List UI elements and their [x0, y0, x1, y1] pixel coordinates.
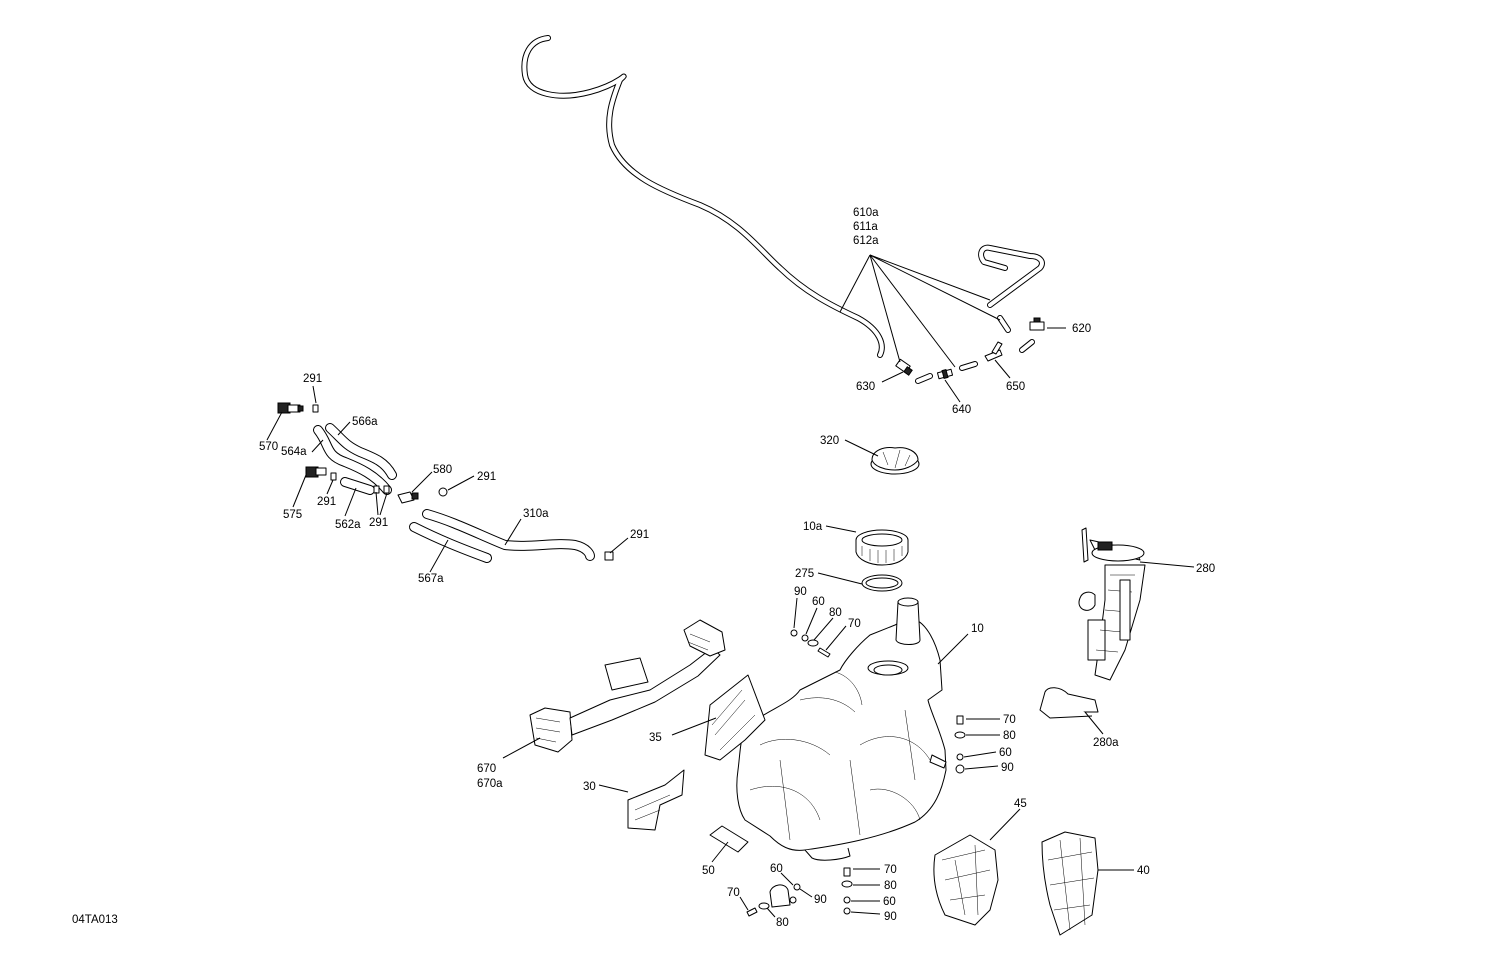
- callout-90-a: 90: [794, 586, 807, 598]
- callout-10: 10: [971, 623, 984, 635]
- hardware-set-bottom: [746, 883, 801, 917]
- callout-45: 45: [1014, 798, 1027, 810]
- callout-291-b: 291: [477, 471, 496, 483]
- hose-567a: [409, 522, 492, 563]
- hose-562a: [340, 477, 375, 495]
- callout-562a: 562a: [335, 519, 361, 531]
- callout-280: 280: [1196, 563, 1215, 575]
- callout-70-d: 70: [884, 864, 897, 876]
- callout-575: 575: [283, 509, 302, 521]
- callout-60-c: 60: [770, 863, 783, 875]
- vent-connector-640: [936, 368, 954, 380]
- leader-lines: [266, 254, 1195, 918]
- callout-291-d: 291: [369, 517, 388, 529]
- callout-35: 35: [649, 732, 662, 744]
- callout-320: 320: [820, 435, 839, 447]
- vent-line-long: [521, 35, 885, 358]
- cover-40: [1041, 831, 1099, 936]
- fuel-pump-module: [1078, 527, 1146, 681]
- callout-580: 580: [433, 464, 452, 476]
- callout-40: 40: [1137, 865, 1150, 877]
- callout-564a: 564a: [281, 446, 307, 458]
- callout-80-d: 80: [884, 880, 897, 892]
- drawing-code: 04TA013: [72, 914, 118, 926]
- callout-60-d: 60: [883, 896, 896, 908]
- callout-30: 30: [583, 781, 596, 793]
- callout-310a: 310a: [523, 508, 549, 520]
- hardware-set-right: [954, 715, 966, 774]
- heat-shield-35: [704, 674, 766, 761]
- connector-580: [397, 491, 419, 504]
- callout-labels: 610a 611a 612a 620 630 640 650 320 291 5…: [72, 207, 1215, 929]
- fuel-pump-filter-280a: [1039, 687, 1099, 719]
- callout-291-c: 291: [317, 496, 336, 508]
- vent-tee-650: [984, 341, 1003, 362]
- callout-80-b: 80: [1003, 730, 1016, 742]
- callout-610a: 610a: [853, 207, 879, 219]
- clip-291-top: [312, 404, 319, 413]
- hose-564a: [313, 425, 392, 495]
- callout-90-d: 90: [884, 911, 897, 923]
- callout-620: 620: [1072, 323, 1091, 335]
- callout-80-c: 80: [776, 917, 789, 929]
- callout-670: 670: [477, 763, 496, 775]
- fuel-tank: [736, 597, 947, 861]
- callout-566a: 566a: [352, 416, 378, 428]
- callout-291-e: 291: [630, 529, 649, 541]
- tank-ring-nut: [855, 529, 909, 566]
- callout-611a: 611a: [853, 221, 878, 233]
- fitting-570: [277, 402, 304, 414]
- callout-70-a: 70: [848, 618, 861, 630]
- clip-291-left: [330, 472, 337, 481]
- fitting-575: [305, 466, 327, 478]
- vent-line-short: [978, 244, 1045, 333]
- callout-90-c: 90: [814, 894, 827, 906]
- hardware-set-lower: [841, 867, 853, 915]
- callout-60-b: 60: [999, 747, 1012, 759]
- callout-50: 50: [702, 865, 715, 877]
- callout-275: 275: [795, 568, 814, 580]
- callout-291-a: 291: [303, 373, 322, 385]
- vent-hose-short-segments: [915, 339, 1035, 384]
- callout-570: 570: [259, 441, 278, 453]
- hardware-set-upper-left: [790, 629, 831, 658]
- callout-612a: 612a: [853, 235, 879, 247]
- callout-567a: 567a: [418, 573, 444, 585]
- tank-seal: [861, 574, 903, 592]
- callout-670a: 670a: [477, 778, 503, 790]
- clip-291-right: [438, 487, 448, 497]
- callout-90-b: 90: [1001, 762, 1014, 774]
- heat-shield-30: [627, 769, 685, 831]
- hose-566a: [325, 423, 397, 480]
- callout-10a: 10a: [803, 521, 823, 533]
- mounting-bracket: [529, 619, 726, 753]
- callout-70-b: 70: [1003, 714, 1016, 726]
- callout-280a: 280a: [1093, 737, 1119, 749]
- callout-630: 630: [856, 381, 875, 393]
- hose-310a: [422, 509, 595, 561]
- callout-80-a: 80: [829, 607, 842, 619]
- vent-valve-620: [1029, 317, 1045, 331]
- callout-640: 640: [952, 404, 971, 416]
- callout-650: 650: [1006, 381, 1025, 393]
- callout-70-c: 70: [727, 887, 740, 899]
- cover-45: [933, 834, 999, 926]
- vent-connector-630: [895, 358, 913, 376]
- fuel-cap: [870, 447, 920, 475]
- pad-50: [709, 825, 749, 853]
- clip-291-end: [604, 551, 614, 561]
- callout-60-a: 60: [812, 596, 825, 608]
